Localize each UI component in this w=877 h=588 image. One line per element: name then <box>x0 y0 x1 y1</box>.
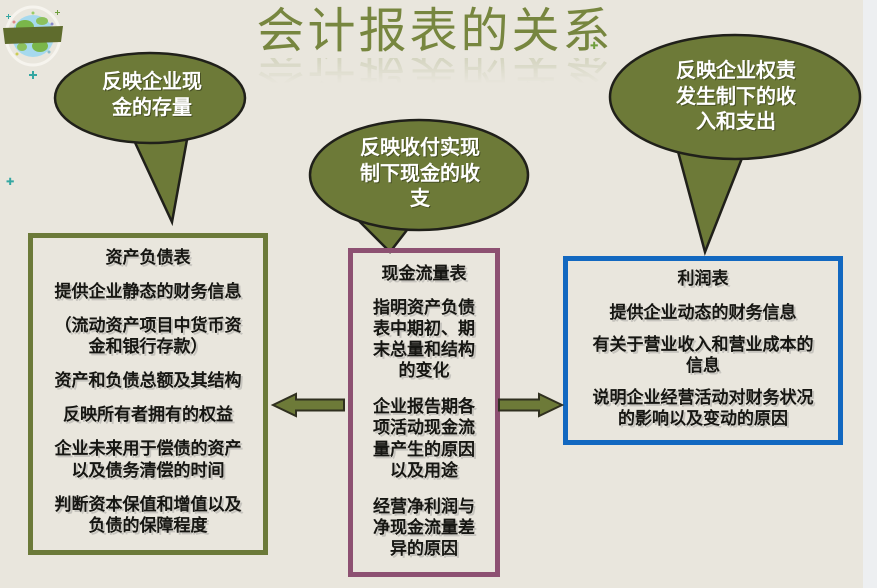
cash-flow-box: 现金流量表 指明资产负债表中期初、期末总量和结构的变化 企业报告期各项活动现金流… <box>348 248 500 577</box>
page-title: 会计报表的关系 <box>256 5 614 58</box>
box-item: 有关于营业收入和营业成本的信息 <box>592 335 814 376</box>
box-item: 提供企业静态的财务信息 <box>54 282 242 302</box>
speech-bubble-shape <box>608 33 862 256</box>
callout-accrual-basis: 反映企业权责发生制下的收入和支出 <box>606 32 866 257</box>
box-item: 经营净利润与净现金流量差异的原因 <box>373 496 475 558</box>
box-title: 利润表 <box>677 269 729 288</box>
box-item: （流动资产项目中货币资金和银行存款） <box>54 316 242 357</box>
speech-bubble-shape <box>308 118 530 254</box>
sparkle-icon: ✚ <box>590 41 599 52</box>
sparkle-icon: ✚ <box>6 177 15 188</box>
right-edge-strip <box>863 0 870 588</box>
callout-text: 反映企业现金的存量 <box>102 71 202 119</box>
globe-logo-icon <box>3 5 63 79</box>
speech-bubble-shape <box>53 51 247 227</box>
box-item: 资产和负债总额及其结构 <box>54 371 242 391</box>
box-title: 资产负债表 <box>105 248 191 267</box>
box-item: 反映所有者拥有的权益 <box>63 405 233 425</box>
callout-text: 反映收付实现制下现金的收支 <box>360 137 480 211</box>
arrow-right-icon <box>498 392 565 418</box>
box-item: 指明资产负债表中期初、期末总量和结构的变化 <box>373 298 475 381</box>
balance-sheet-box: 资产负债表 提供企业静态的财务信息 （流动资产项目中货币资金和银行存款） 资产和… <box>28 233 268 555</box>
title-block: 会计报表的关系 会计报表的关系 <box>0 6 870 92</box>
box-item: 判断资本保值和增值以及负债的保障程度 <box>54 494 242 535</box>
callout-cash-basis: 反映收付实现制下现金的收支 <box>305 115 535 260</box>
box-item: 企业未来用于偿债的资产以及债务清偿的时间 <box>54 439 242 480</box>
box-item: 提供企业动态的财务信息 <box>609 303 797 323</box>
box-title: 现金流量表 <box>381 264 467 283</box>
arrow-left-icon <box>270 392 345 418</box>
box-item: 企业报告期各项活动现金流量产生的原因以及用途 <box>373 397 475 480</box>
box-item: 说明企业经营活动对财务状况的影响以及变动的原因 <box>592 388 814 429</box>
callout-cash-stock: 反映企业现金的存量 <box>52 50 252 230</box>
callout-text: 反映企业权责发生制下的收入和支出 <box>676 60 796 134</box>
income-statement-box: 利润表 提供企业动态的财务信息 有关于营业收入和营业成本的信息 说明企业经营活动… <box>563 256 843 445</box>
